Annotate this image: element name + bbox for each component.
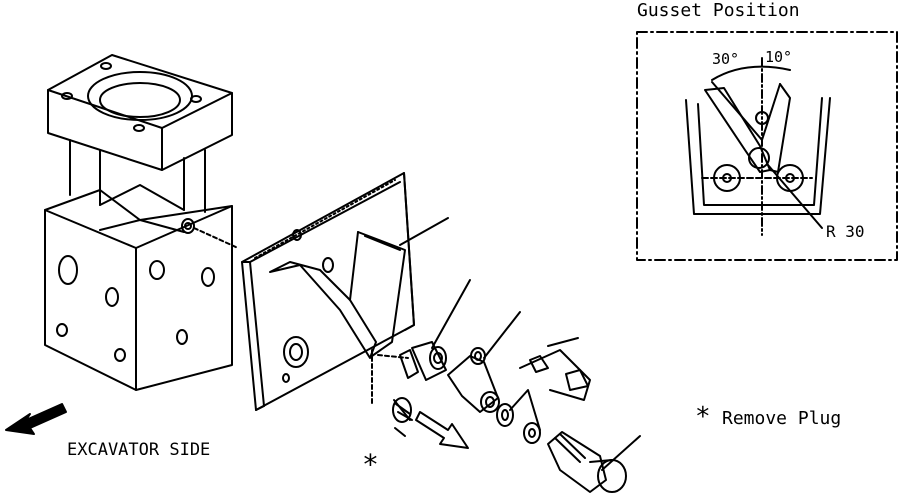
radius-label: R 30 <box>826 222 865 241</box>
breaker-body <box>44 54 239 391</box>
gusset-detail-box <box>636 31 898 261</box>
washers <box>496 389 541 444</box>
asterisk-legend-icon: * <box>695 402 711 432</box>
remove-plug-label: Remove Plug <box>722 408 842 429</box>
removed-plug <box>371 349 413 437</box>
excavator-side-arrow <box>5 403 67 435</box>
excavator-side-label: EXCAVATOR SIDE <box>67 440 211 460</box>
fitting-elbow <box>447 311 521 413</box>
angle-10-label: 10° <box>765 48 793 66</box>
quick-coupler <box>547 431 641 493</box>
fitting-adapter <box>377 279 471 381</box>
gusset-position-title: Gusset Position <box>637 0 800 21</box>
mounting-plate <box>241 172 449 411</box>
asterisk-marker: * <box>362 448 379 481</box>
angle-30-label: 30° <box>712 50 740 68</box>
direction-arrow <box>415 411 469 449</box>
hose-end-detail <box>519 337 591 401</box>
gusset-detail-drawing <box>685 57 831 236</box>
